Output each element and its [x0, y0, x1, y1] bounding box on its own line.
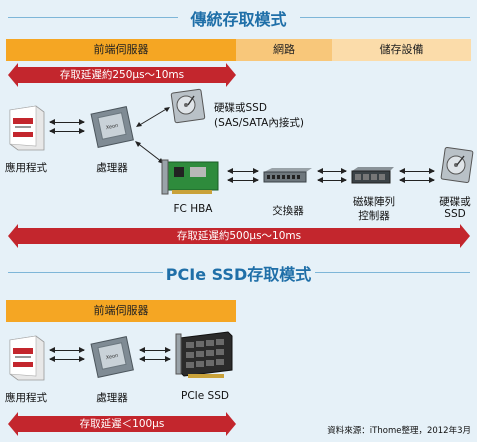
latency-short-label: 存取延遲約250μs～10ms	[59, 69, 185, 81]
svg-text:Xeon: Xeon	[105, 353, 118, 361]
cpu-chip-icon-2: Xeon	[90, 336, 134, 378]
raid-controller-icon	[351, 167, 394, 184]
hdd-direct-label: 硬碟或SSD	[214, 102, 267, 114]
arrow-app-cpu-2-return	[49, 356, 85, 362]
arrow-app-cpu-2	[49, 347, 85, 353]
arrow-head-right	[226, 63, 236, 87]
arrow-cpu-hdd	[136, 107, 170, 127]
arrow-head-left	[8, 63, 18, 87]
band-storage: 儲存設備	[332, 39, 471, 61]
arrow-cpu-pcie	[139, 347, 171, 353]
raid-label-line1: 磁碟陣列	[353, 196, 395, 208]
arrow-hba-switch	[227, 168, 259, 174]
arrow-hba-switch-return	[227, 177, 259, 183]
switch-label: 交換器	[272, 205, 304, 217]
title2-rule-right	[315, 272, 470, 273]
svg-text:Xeon: Xeon	[105, 123, 118, 131]
hba-label: FC HBA	[173, 203, 213, 215]
arrow-app-cpu-return	[49, 128, 85, 134]
oracle-app-box-icon-2	[9, 335, 45, 381]
band-network: 網路	[236, 39, 332, 61]
remote-hard-drive-icon	[440, 146, 474, 184]
latency-bar-short: 存取延遲約250μs～10ms	[8, 63, 236, 87]
cpu-chip-icon: Xeon	[90, 106, 134, 148]
latency-pcie-label: 存取延遲＜100μs	[79, 418, 165, 430]
hdd-direct-sublabel: (SAS/SATA內接式)	[214, 117, 304, 129]
title2-rule-left	[8, 272, 163, 273]
latency-long-label: 存取延遲約500μs～10ms	[176, 230, 302, 242]
title-rule-right	[300, 17, 470, 18]
source-note: 資料來源：iThome整理，2012年3月	[327, 426, 471, 436]
arrow-cpu-pcie-return	[139, 356, 171, 362]
fc-hba-card-icon	[161, 159, 219, 195]
cpu-label-2: 處理器	[96, 392, 128, 404]
band-frontend: 前端伺服器	[6, 39, 236, 61]
section1-title: 傳統存取模式	[190, 10, 287, 29]
latency-bar-pcie: 存取延遲＜100μs	[8, 412, 236, 436]
latency-bar-long: 存取延遲約500μs～10ms	[8, 224, 470, 248]
arrow-switch-raid	[317, 168, 347, 174]
pcie-ssd-card-icon	[175, 331, 233, 378]
section2-title: PCIe SSD存取模式	[165, 265, 312, 284]
arrow-switch-raid-return	[317, 177, 347, 183]
app-label-2: 應用程式	[5, 392, 47, 404]
arrow-raid-hdd-return	[399, 177, 435, 183]
network-switch-icon	[263, 168, 312, 183]
oracle-app-box-icon	[9, 105, 45, 151]
remote-hdd-label-line2: SSD	[444, 208, 466, 220]
pcie-ssd-label: PCIe SSD	[181, 390, 229, 402]
raid-label-line2: 控制器	[358, 210, 390, 222]
band2-frontend: 前端伺服器	[6, 300, 236, 322]
app-label: 應用程式	[5, 162, 47, 174]
arrow-head-left	[8, 224, 18, 248]
arrow-head-right	[460, 224, 470, 248]
title-rule-left	[8, 17, 178, 18]
arrow-head-left	[8, 412, 18, 436]
cpu-label: 處理器	[96, 162, 128, 174]
arrow-app-cpu	[49, 119, 85, 125]
arrow-head-right	[226, 412, 236, 436]
arrow-raid-hdd	[399, 168, 435, 174]
remote-hdd-label-line1: 硬碟或	[439, 196, 471, 208]
hard-drive-icon	[170, 88, 206, 124]
